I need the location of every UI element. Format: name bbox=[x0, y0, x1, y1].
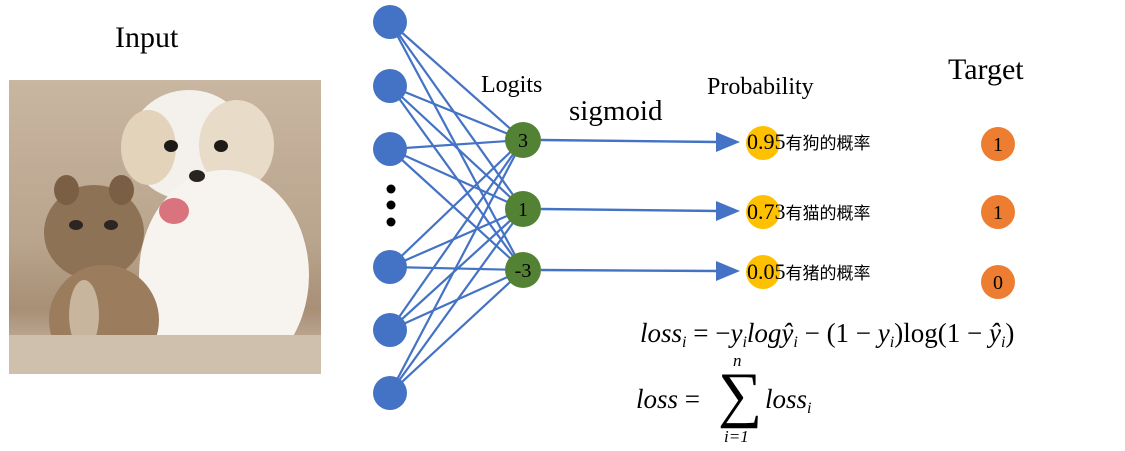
network-edge bbox=[389, 208, 524, 331]
ellipsis-dot bbox=[386, 200, 396, 210]
probability-desc: 有狗的概率 bbox=[785, 134, 871, 154]
input-node bbox=[373, 69, 407, 103]
sum-symbol: ∑ bbox=[718, 361, 763, 429]
input-node bbox=[373, 132, 407, 166]
probability-desc: 有猪的概率 bbox=[785, 264, 871, 284]
arrow-shaft bbox=[540, 207, 719, 213]
input-title: Input bbox=[115, 21, 179, 54]
target-node bbox=[981, 195, 1015, 229]
network-edge bbox=[389, 84, 524, 142]
sum-term: lossi bbox=[765, 384, 812, 417]
sigmoid-arrows bbox=[540, 132, 740, 281]
probability-marker bbox=[746, 126, 780, 160]
formula-loss-i: lossi = −yilogŷi − (1 − yi)log(1 − ŷi) bbox=[640, 318, 1015, 351]
logit-value: 3 bbox=[518, 130, 528, 152]
probability-value: 0.05 bbox=[747, 259, 786, 284]
target-node bbox=[981, 127, 1015, 161]
target-value: 1 bbox=[993, 202, 1003, 224]
arrow-head bbox=[716, 261, 740, 281]
network-edge bbox=[389, 148, 524, 271]
logit-value: -3 bbox=[515, 260, 532, 282]
network-edge bbox=[389, 207, 524, 269]
probability-marker bbox=[746, 195, 780, 229]
sigmoid-label: sigmoid bbox=[569, 95, 663, 127]
probability-title: Probability bbox=[707, 74, 814, 100]
logit-node bbox=[505, 252, 541, 288]
logit-value: 1 bbox=[518, 199, 528, 221]
probability-markers bbox=[746, 126, 780, 289]
network-edge bbox=[389, 147, 524, 211]
ellipsis-dots bbox=[386, 184, 396, 227]
target-node bbox=[981, 265, 1015, 299]
input-layer bbox=[373, 5, 407, 410]
arrow-head bbox=[716, 201, 740, 221]
probability-row-dog: 0.95有狗的概率 bbox=[747, 130, 871, 156]
probability-desc: 有猫的概率 bbox=[785, 204, 871, 224]
sum-upper-limit: n bbox=[733, 351, 742, 370]
network-edge bbox=[389, 139, 524, 394]
network-edges bbox=[389, 21, 524, 394]
target-value: 0 bbox=[993, 272, 1003, 294]
arrow-shaft bbox=[540, 268, 719, 273]
logits-label: Logits bbox=[481, 72, 543, 98]
target-layer: 1 1 0 bbox=[981, 127, 1015, 299]
input-node bbox=[373, 5, 407, 39]
network-edge bbox=[389, 139, 524, 268]
ellipsis-dot bbox=[386, 217, 396, 227]
network-edge bbox=[389, 139, 524, 331]
input-node bbox=[373, 250, 407, 284]
probability-row-cat: 0.73有猫的概率 bbox=[747, 200, 871, 226]
input-node bbox=[373, 313, 407, 347]
network-edge bbox=[389, 85, 524, 210]
ellipsis-dot bbox=[386, 184, 396, 194]
probability-row-pig: 0.05有猪的概率 bbox=[747, 260, 871, 286]
sum-lower-limit: i=1 bbox=[724, 427, 749, 446]
input-node bbox=[373, 376, 407, 410]
probability-value: 0.95 bbox=[747, 129, 786, 154]
target-title: Target bbox=[948, 53, 1024, 86]
probability-marker bbox=[746, 255, 780, 289]
network-edge bbox=[389, 138, 524, 151]
network-edge bbox=[389, 208, 524, 394]
formula-loss-sum: loss = bbox=[636, 384, 701, 414]
input-image-puppy-kitten bbox=[9, 80, 321, 374]
network-edge bbox=[389, 21, 524, 271]
logit-node bbox=[505, 191, 541, 227]
network-edge bbox=[389, 21, 524, 141]
logit-node bbox=[505, 122, 541, 158]
network-edge bbox=[389, 269, 524, 394]
arrow-shaft bbox=[540, 138, 719, 144]
target-value: 1 bbox=[993, 134, 1003, 156]
logits-layer: 3 1 -3 bbox=[505, 122, 541, 288]
network-edge bbox=[389, 21, 524, 210]
probability-value: 0.73 bbox=[747, 199, 786, 224]
arrow-head bbox=[716, 132, 740, 152]
